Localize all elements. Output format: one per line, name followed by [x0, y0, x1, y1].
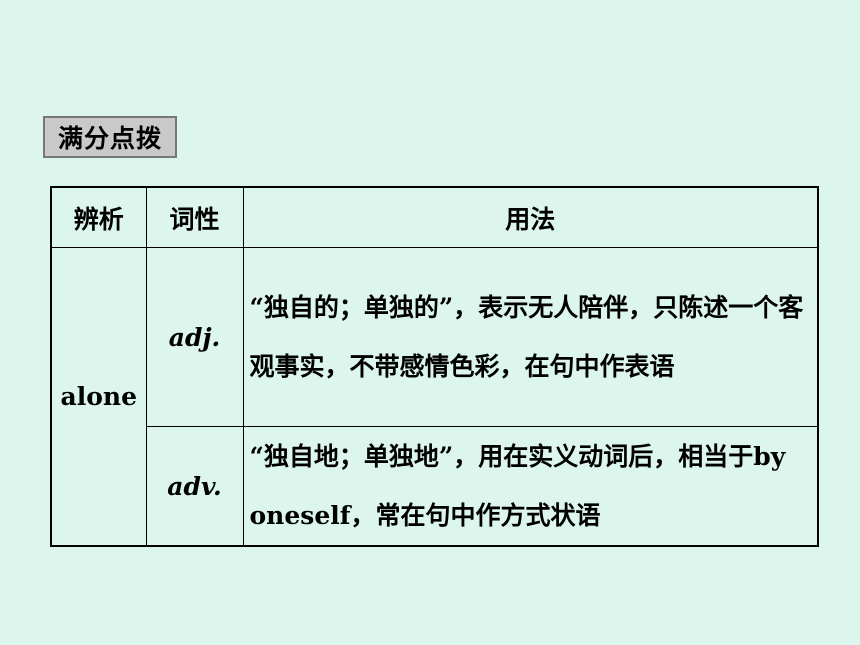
- header-analysis: 辨析: [50, 186, 147, 248]
- table-header-row: 辨析 词性 用法: [50, 186, 819, 248]
- pos-cell-adv: adv.: [145, 426, 244, 547]
- header-usage: 用法: [242, 186, 819, 248]
- header-part-of-speech: 词性: [145, 186, 244, 248]
- table-row: adv. “独自地；单独地”，用在实义动词后，相当于by oneself，常在句…: [51, 426, 819, 547]
- table-row: alone adj. “独自的；单独的”，表示无人陪伴，只陈述一个客观事实，不带…: [50, 247, 819, 547]
- section-title: 满分点拨: [43, 116, 177, 158]
- usage-cell-adj: “独自的；单独的”，表示无人陪伴，只陈述一个客观事实，不带感情色彩，在句中作表语: [242, 247, 819, 427]
- usage-cell-adv: “独自地；单独地”，用在实义动词后，相当于by oneself，常在句中作方式状…: [242, 426, 819, 547]
- usage-table: 辨析 词性 用法 alone adj. “独自的；单独的”，表示无人陪伴，只陈述…: [50, 186, 819, 547]
- word-cell: alone: [50, 247, 147, 547]
- pos-cell-adj: adj.: [145, 247, 244, 427]
